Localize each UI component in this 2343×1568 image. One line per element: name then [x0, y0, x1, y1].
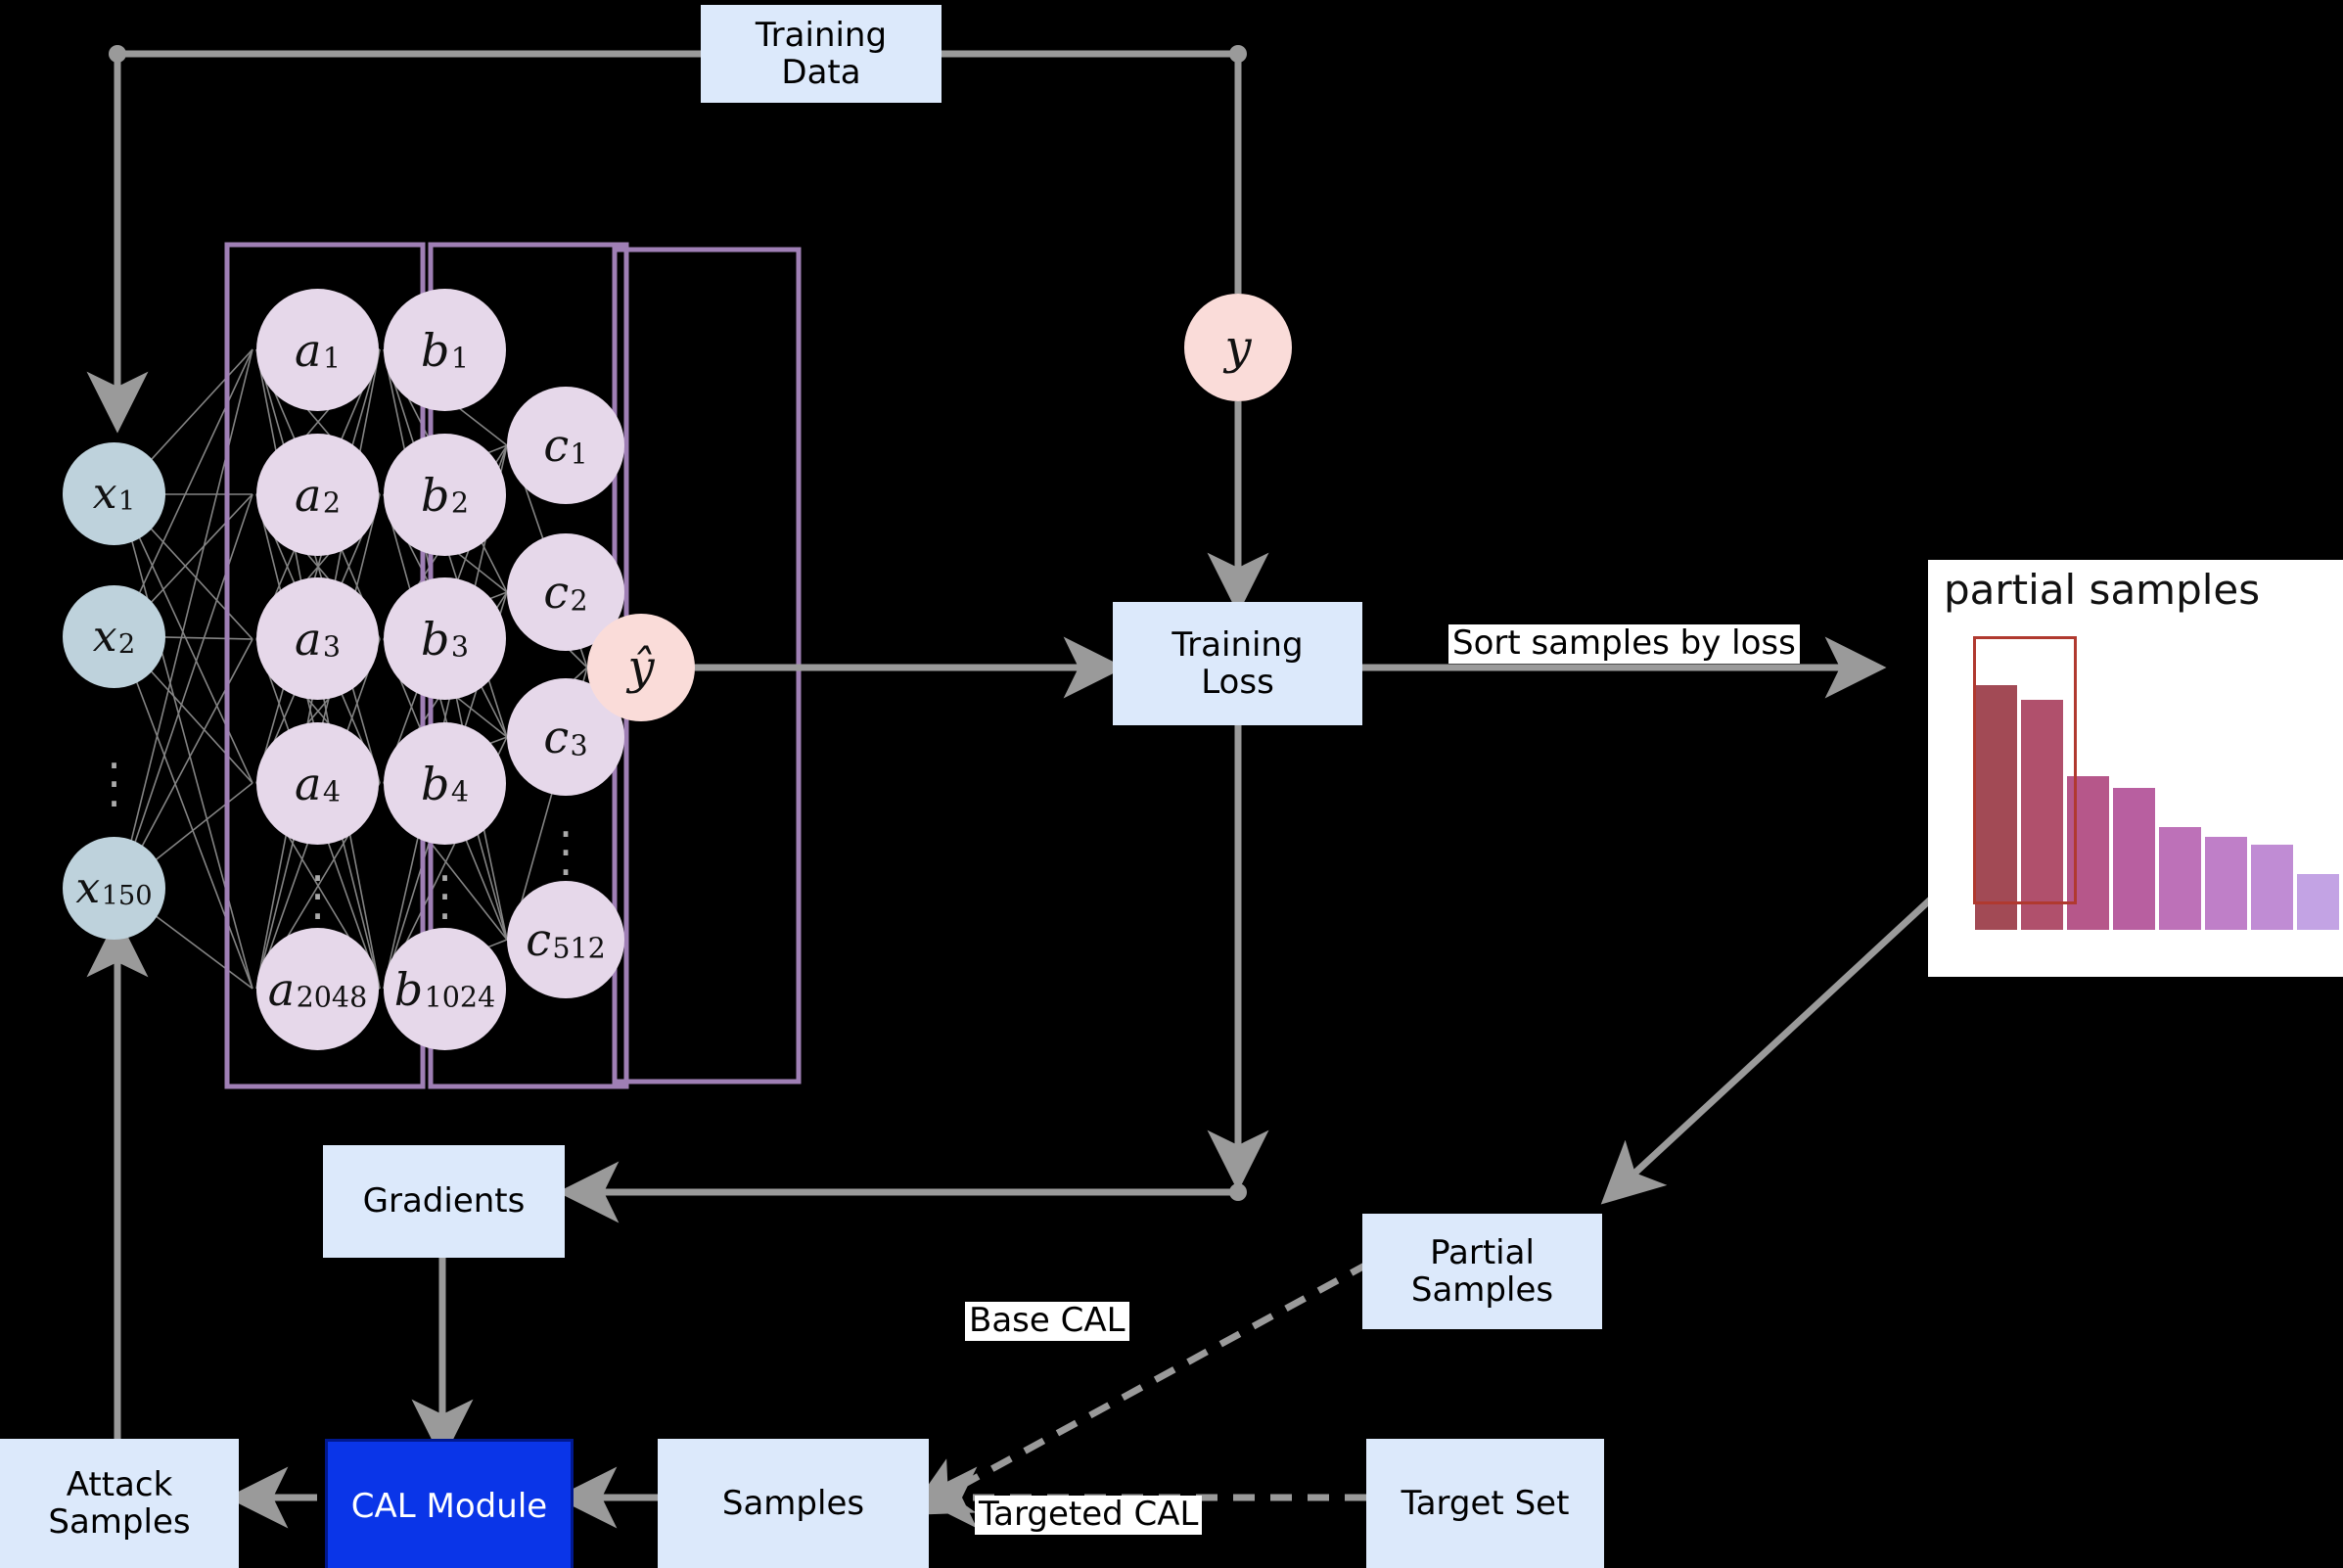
node-label-sub: 512	[552, 932, 606, 965]
node-label-base: x	[92, 469, 117, 519]
node-label-base: c	[543, 711, 570, 763]
node-label-sub: 3	[450, 630, 470, 664]
edge-label-sort-samples: Sort samples by loss	[1448, 624, 1800, 664]
node-label-base: b	[420, 468, 450, 522]
node-label-base: b	[420, 323, 450, 377]
node-label-sub: 1	[570, 438, 588, 471]
box-attack-samples[interactable]: Attack Samples	[0, 1439, 239, 1568]
node-label-sub: 2	[117, 629, 136, 661]
node-label-sub: 2048	[296, 981, 368, 1014]
node-label-base: x	[75, 863, 101, 913]
box-target-set[interactable]: Target Set	[1366, 1439, 1604, 1568]
chart-bar	[1975, 685, 2017, 930]
node-label-base: c	[543, 566, 570, 619]
chart-bar	[2113, 788, 2155, 930]
node-prediction-yhat[interactable]: ŷ	[587, 614, 695, 721]
chart-bar	[2159, 827, 2201, 930]
ellipsis-layer-a: ...	[310, 839, 325, 930]
node-label-base: a	[294, 323, 322, 377]
ellipsis-layer-c: ...	[558, 795, 574, 886]
node-label-base: a	[294, 612, 322, 666]
chart-bar	[2021, 700, 2063, 930]
box-training-data[interactable]: Training Data	[701, 5, 942, 103]
node-label-base: c	[543, 419, 570, 472]
node-label-sub: 2	[570, 584, 588, 618]
box-samples[interactable]: Samples	[658, 1439, 929, 1568]
node-label-sub: 1	[322, 342, 341, 375]
box-partial-samples[interactable]: Partial Samples	[1362, 1214, 1602, 1329]
node-label-sub: 1024	[424, 981, 496, 1014]
node-label-base: c	[526, 913, 551, 966]
box-cal-module[interactable]: CAL Module	[325, 1439, 574, 1568]
chart-bar	[2205, 837, 2247, 930]
chart-selection-box	[1973, 636, 2077, 904]
node-label-base: a	[294, 757, 322, 810]
edge-label-base-cal: Base CAL	[965, 1302, 1129, 1341]
box-gradients[interactable]: Gradients	[323, 1145, 565, 1258]
node-label-sub: 1	[450, 342, 470, 375]
node-label-base: b	[420, 612, 450, 666]
chart-title: partial samples	[1944, 566, 2261, 614]
node-label-base: b	[420, 757, 450, 810]
node-label-sub: 4	[450, 775, 470, 808]
chart-bar	[2251, 844, 2293, 930]
node-label-sub: 2	[450, 486, 470, 520]
node-label-sub: 3	[570, 729, 588, 762]
node-label-base: x	[92, 612, 117, 662]
node-target-y[interactable]: y	[1184, 294, 1292, 401]
node-label-base: a	[294, 468, 322, 522]
node-label-base: ŷ	[627, 640, 655, 695]
ellipsis-input-layer: ...	[107, 726, 121, 817]
edge-label-targeted-cal: Targeted CAL	[975, 1496, 1203, 1535]
node-label-sub: 4	[322, 775, 341, 808]
node-label-base: b	[393, 962, 424, 1016]
node-label-base: y	[1224, 320, 1252, 375]
partial-samples-chart[interactable]: partial samples	[1928, 560, 2343, 977]
node-label-base: a	[267, 962, 296, 1016]
chart-bar	[2297, 873, 2339, 930]
node-label-sub: 2	[322, 486, 341, 520]
node-label-sub: 3	[322, 630, 341, 664]
ellipsis-layer-b: ...	[437, 839, 452, 930]
box-training-loss[interactable]: Training Loss	[1113, 602, 1362, 725]
node-label-sub: 150	[101, 881, 153, 912]
node-label-sub: 1	[117, 486, 136, 518]
